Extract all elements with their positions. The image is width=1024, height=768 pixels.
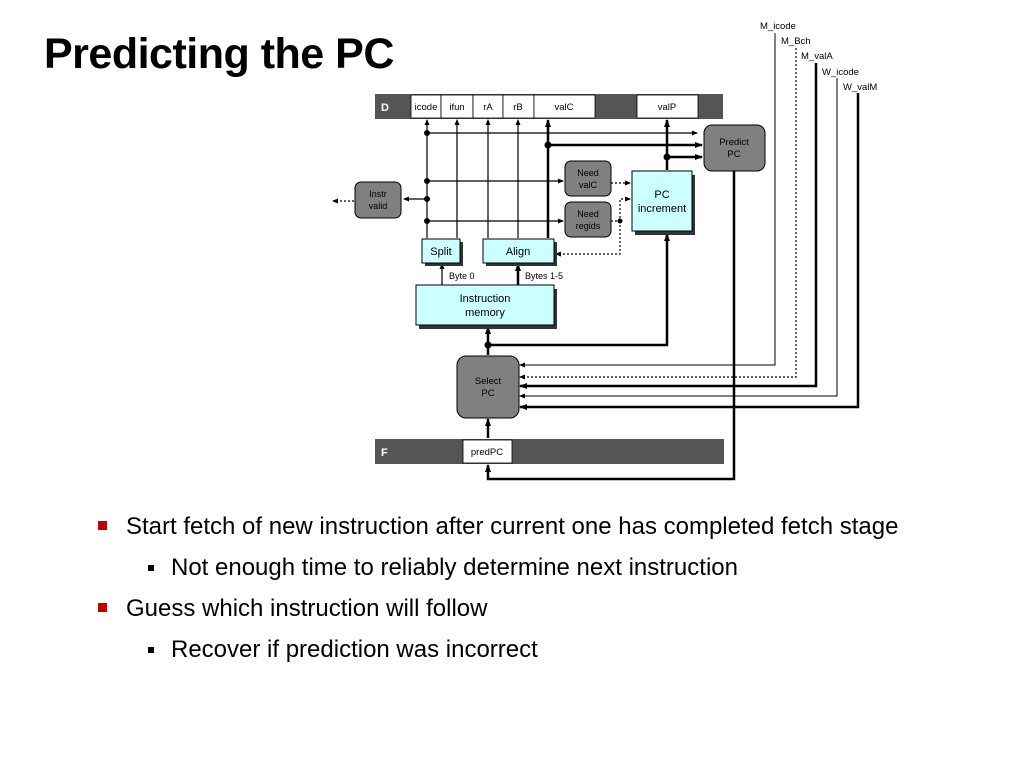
signal-labels: M_icode M_Bch M_valA W_icode W_valM xyxy=(760,21,877,93)
select-pc-line1: Select xyxy=(475,376,502,387)
bullet-item: Guess which instruction will follow xyxy=(96,593,1016,634)
bullet-text: Recover if prediction was incorrect xyxy=(171,636,538,663)
instr-valid-line1: Instr xyxy=(369,189,387,199)
d-field-valp: valP xyxy=(658,102,676,113)
bullet-text: Not enough time to reliably determine ne… xyxy=(171,554,738,581)
instruction-memory-line1: Instruction xyxy=(460,293,511,305)
d-field-rb: rB xyxy=(513,102,523,113)
pc-prediction-diagram: M_icode M_Bch M_valA W_icode W_valM D ic… xyxy=(332,21,877,481)
signal-m-icode: M_icode xyxy=(760,21,796,32)
predict-pc-line1: Predict xyxy=(719,137,749,148)
signal-w-icode: W_icode xyxy=(822,67,859,78)
instr-valid-line2: valid xyxy=(369,201,388,211)
bullet-item: Start fetch of new instruction after cur… xyxy=(96,511,1016,552)
need-valc-line2: valC xyxy=(579,180,598,190)
d-register-label: D xyxy=(381,102,389,114)
align-label: Align xyxy=(506,246,530,258)
predict-pc-line2: PC xyxy=(727,149,740,160)
square-sub-bullet-icon xyxy=(148,565,154,571)
signal-m-vala: M_valA xyxy=(801,51,833,62)
select-pc-line2: PC xyxy=(481,388,494,399)
predict-pc-block: Predict PC xyxy=(703,124,766,172)
split-label: Split xyxy=(430,246,451,258)
slide-title: Predicting the PC xyxy=(44,30,394,78)
bytes15-label: Bytes 1-5 xyxy=(525,271,563,281)
d-register: D icode ifun rA rB valC valP xyxy=(375,94,723,119)
wires xyxy=(332,119,736,481)
square-bullet-icon xyxy=(98,521,107,530)
square-sub-bullet-icon xyxy=(148,647,154,653)
need-regids-line2: regids xyxy=(576,221,601,231)
select-pc-block: Select PC xyxy=(456,355,520,419)
pc-increment-line1: PC xyxy=(654,189,669,201)
signal-w-valm: W_valM xyxy=(843,82,877,93)
d-field-icode: icode xyxy=(415,102,438,113)
instruction-memory-block: Instruction memory xyxy=(415,284,557,329)
f-field-predpc: predPC xyxy=(471,447,503,458)
byte0-label: Byte 0 xyxy=(449,271,475,281)
bullet-text: Guess which instruction will follow xyxy=(126,595,488,622)
signal-m-bch: M_Bch xyxy=(781,36,811,47)
split-block: Split xyxy=(421,238,463,266)
sub-bullet-item: Recover if prediction was incorrect xyxy=(96,634,1016,675)
align-block: Align xyxy=(482,238,557,266)
square-bullet-icon xyxy=(98,603,107,612)
instruction-memory-line2: memory xyxy=(465,307,505,319)
need-valc-line1: Need xyxy=(577,168,599,178)
bullet-text: Start fetch of new instruction after cur… xyxy=(126,513,899,540)
d-field-ifun: ifun xyxy=(449,102,464,113)
signal-lines xyxy=(519,33,860,410)
need-valc-block: Need valC xyxy=(564,160,612,197)
need-regids-line1: Need xyxy=(577,209,599,219)
d-field-valc: valC xyxy=(554,102,573,113)
f-register: F predPC xyxy=(375,439,724,464)
pc-increment-line2: increment xyxy=(638,203,686,215)
pc-increment-block: PC increment xyxy=(631,170,695,235)
bullet-list: Start fetch of new instruction after cur… xyxy=(96,511,1016,675)
need-regids-block: Need regids xyxy=(564,201,612,238)
f-register-label: F xyxy=(381,447,388,459)
sub-bullet-item: Not enough time to reliably determine ne… xyxy=(96,552,1016,593)
instr-valid-block: Instr valid xyxy=(354,181,402,219)
d-field-ra: rA xyxy=(483,102,493,113)
